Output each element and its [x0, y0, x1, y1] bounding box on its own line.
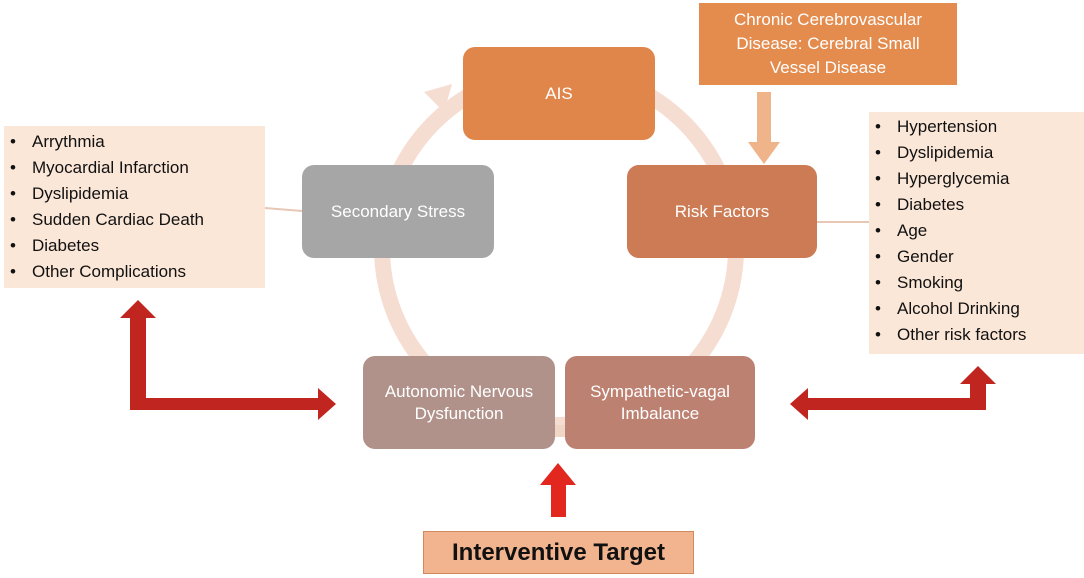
chronic-down-arrow: [748, 92, 780, 164]
bullet-icon: •: [10, 236, 16, 255]
chronic-disease-box: Chronic Cerebrovascular Disease: Cerebra…: [699, 3, 957, 85]
bullet-icon: •: [875, 299, 881, 318]
list-item: • Myocardial Infarction: [4, 155, 265, 181]
bullet-icon: •: [875, 221, 881, 240]
list-item-text: Smoking: [897, 273, 964, 292]
node-ans-dysfunction: Autonomic Nervous Dysfunction: [363, 356, 555, 449]
list-item: • Other Complications: [4, 259, 265, 285]
node-secondary-stress-label: Secondary Stress: [330, 201, 466, 221]
interventive-target-label: Interventive Target: [452, 538, 665, 566]
connector-ans-sv: [555, 425, 565, 437]
bullet-icon: •: [875, 117, 881, 136]
cycle-arrowhead: [424, 84, 452, 112]
list-item: • Age: [869, 218, 1084, 244]
list-item-text: Dyslipidemia: [897, 143, 994, 162]
list-item: • Sudden Cardiac Death: [4, 207, 265, 233]
list-item: • Other risk factors: [869, 322, 1084, 348]
list-item-text: Other risk factors: [897, 325, 1027, 344]
list-item: • Diabetes: [4, 233, 265, 259]
bullet-icon: •: [10, 184, 16, 203]
list-item-text: Diabetes: [897, 195, 965, 214]
list-item: • Arrythmia: [4, 129, 265, 155]
chronic-line-2: Disease: Cerebral Small: [736, 34, 920, 53]
node-ans-line-2: Dysfunction: [414, 403, 504, 423]
chronic-line-3: Vessel Disease: [769, 58, 887, 77]
bullet-icon: •: [10, 262, 16, 281]
list-item: • Dyslipidemia: [869, 140, 1084, 166]
list-item-text: Diabetes: [32, 236, 100, 255]
bullet-icon: •: [10, 158, 16, 177]
list-item-text: Alcohol Drinking: [897, 299, 1020, 318]
list-item-text: Sudden Cardiac Death: [32, 210, 205, 229]
list-item-text: Other Complications: [32, 262, 187, 281]
right-bidirectional-arrow: [790, 366, 996, 420]
list-item: • Gender: [869, 244, 1084, 270]
chronic-line-1: Chronic Cerebrovascular: [733, 10, 923, 29]
bullet-icon: •: [875, 247, 881, 266]
list-item: • Dyslipidemia: [4, 181, 265, 207]
list-item-text: Arrythmia: [32, 132, 105, 151]
list-item-text: Myocardial Infarction: [32, 158, 189, 177]
risk-factors-list: • Hypertension • Dyslipidemia • Hyperglycem…: [869, 112, 1084, 354]
node-secondary-stress: Secondary Stress: [302, 165, 494, 258]
bullet-icon: •: [875, 169, 881, 188]
list-item: • Hyperglycemia: [869, 166, 1084, 192]
list-item: • Smoking: [869, 270, 1084, 296]
node-ais: AIS: [463, 47, 655, 140]
bullet-icon: •: [10, 210, 16, 229]
list-item-text: Age: [897, 221, 928, 240]
list-item-text: Hyperglycemia: [897, 169, 1010, 188]
node-risk-factors: Risk Factors: [627, 165, 817, 258]
target-up-arrow: [540, 463, 576, 517]
list-item: • Hypertension: [869, 114, 1084, 140]
bullet-icon: •: [875, 195, 881, 214]
list-item-text: Hypertension: [897, 117, 998, 136]
bullet-icon: •: [875, 143, 881, 162]
list-item: • Diabetes: [869, 192, 1084, 218]
left-bidirectional-arrow: [120, 300, 336, 420]
node-sympathetic-vagal: Sympathetic-vagal Imbalance: [565, 356, 755, 449]
bullet-icon: •: [875, 325, 881, 344]
node-sv-line-2: Imbalance: [620, 403, 700, 423]
node-risk-factors-label: Risk Factors: [674, 201, 770, 221]
bullet-icon: •: [875, 273, 881, 292]
list-item-text: Gender: [897, 247, 954, 266]
node-ais-label: AIS: [545, 83, 573, 103]
complications-list: • Arrythmia • Myocardial Infarction • Dysli…: [4, 126, 265, 288]
list-item-text: Dyslipidemia: [32, 184, 129, 203]
list-item: • Alcohol Drinking: [869, 296, 1084, 322]
bullet-icon: •: [10, 132, 16, 151]
node-ans-line-1: Autonomic Nervous: [384, 381, 534, 401]
connector-secondary-to-list: [264, 207, 303, 212]
interventive-target-box: Interventive Target: [423, 531, 694, 574]
node-sv-line-1: Sympathetic-vagal: [590, 381, 730, 401]
